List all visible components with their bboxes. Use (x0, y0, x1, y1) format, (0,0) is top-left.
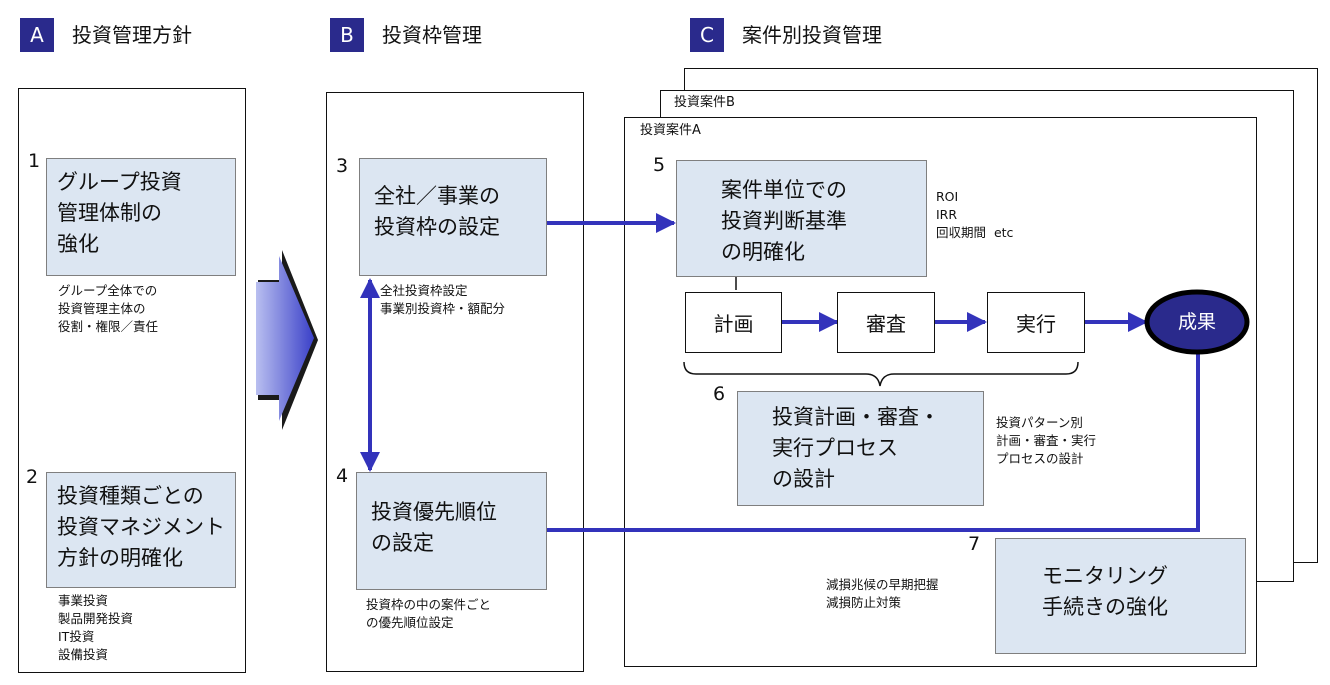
node-2-note: 事業投資 製品開発投資 IT投資 設備投資 (58, 593, 134, 662)
section-b-title: 投資枠管理 (382, 23, 482, 47)
process-plan-box: 計画 (685, 292, 782, 353)
node-2-number: 2 (26, 466, 39, 488)
node-4-box: 投資優先順位 の設定 (356, 472, 547, 590)
process-review-box: 審査 (837, 292, 935, 353)
node-6-box: 投資計画・審査・ 実行プロセス の設計 (737, 391, 984, 506)
process-brace (683, 361, 1079, 387)
section-b-badge: B (330, 18, 364, 52)
process-execute-box: 実行 (987, 292, 1085, 353)
result-label: 成果 (1177, 311, 1216, 333)
node-5-box: 案件単位での 投資判断基準 の明確化 (676, 160, 927, 277)
node-4-number: 4 (336, 465, 349, 487)
node-4-note: 投資枠の中の案件ごと の優先順位設定 (366, 597, 492, 630)
node-5-note: ROI IRR 回収期間 etc (936, 189, 1014, 240)
big-right-arrow (256, 250, 318, 430)
case-b-label: 投資案件B (674, 95, 735, 110)
case-a-label: 投資案件A (640, 123, 701, 138)
node-1-box: グループ投資 管理体制の 強化 (46, 158, 236, 276)
node-7-note: 減損兆候の早期把握 減損防止対策 (826, 577, 939, 610)
section-c-title: 案件別投資管理 (742, 23, 882, 47)
node-1-number: 1 (28, 150, 41, 172)
node-5-number: 5 (653, 154, 666, 176)
node-7-box: モニタリング 手続きの強化 (995, 538, 1246, 654)
node-7-number: 7 (968, 533, 981, 555)
node-3-note: 全社投資枠設定 事業別投資枠・額配分 (380, 283, 506, 316)
section-a-title: 投資管理方針 (72, 23, 192, 47)
node-3-box: 全社／事業の 投資枠の設定 (359, 158, 547, 276)
node-6-note: 投資パターン別 計画・審査・実行 プロセスの設計 (996, 415, 1097, 466)
section-a-badge: A (20, 18, 54, 52)
node-1-note: グループ全体での 投資管理主体の 役割・権限／責任 (58, 283, 159, 334)
node-3-number: 3 (336, 155, 349, 177)
feedback-line-result-to-4 (547, 352, 1200, 532)
node-2-box: 投資種類ごとの 投資マネジメント 方針の明確化 (46, 472, 236, 588)
section-c-badge: C (690, 18, 724, 52)
node-6-number: 6 (713, 383, 726, 405)
result-ellipse (1144, 289, 1250, 355)
